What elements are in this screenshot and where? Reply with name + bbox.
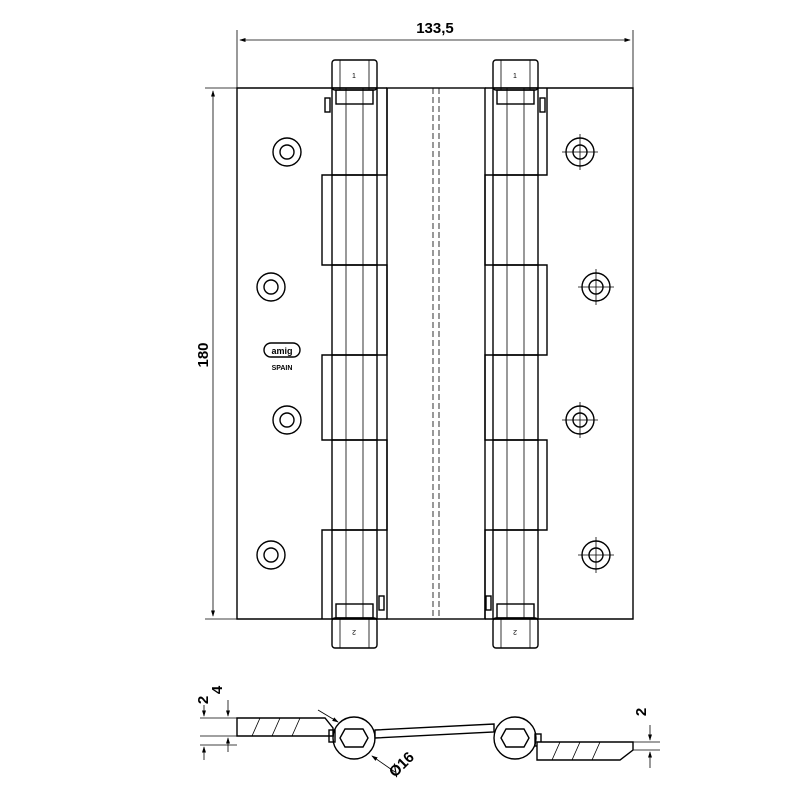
section-thickness-2-right: 2 [633,708,650,716]
right-screw-holes [562,134,614,573]
brand-logo: amig SPAIN [263,342,301,372]
section-thickness-2-left: 2 [195,696,212,704]
left-pin-bottom-label: 2 [352,628,356,635]
screw-hole-icon [562,402,598,438]
right-pin-top-label: 1 [513,73,517,80]
screw-hole-icon [578,269,614,305]
width-label: 133,5 [416,20,454,37]
logo-brand-text: amig [271,346,292,356]
height-label: 180 [195,342,212,367]
screw-hole-icon [578,537,614,573]
screw-hole-icon [562,134,598,170]
right-pin-bottom-label: 2 [513,628,517,635]
left-barrel: 1 2 [324,59,385,649]
height-dimension: 180 [195,87,240,620]
section-view: 2 4 2 Ø16 [195,685,660,781]
center-frame [386,87,486,620]
diameter-label: Ø16 [386,749,418,781]
left-leaf [236,87,388,620]
screw-hole-icon [272,137,302,167]
screw-hole-icon [256,272,286,302]
screw-hole-icon [256,540,286,570]
left-screw-holes [256,137,302,570]
width-dimension: 133,5 [236,20,634,92]
logo-origin-text: SPAIN [272,365,293,372]
section-thickness-4: 4 [209,685,226,694]
right-barrel: 1 2 [485,59,546,649]
screw-hole-icon [272,405,302,435]
left-pin-top-label: 1 [352,73,356,80]
